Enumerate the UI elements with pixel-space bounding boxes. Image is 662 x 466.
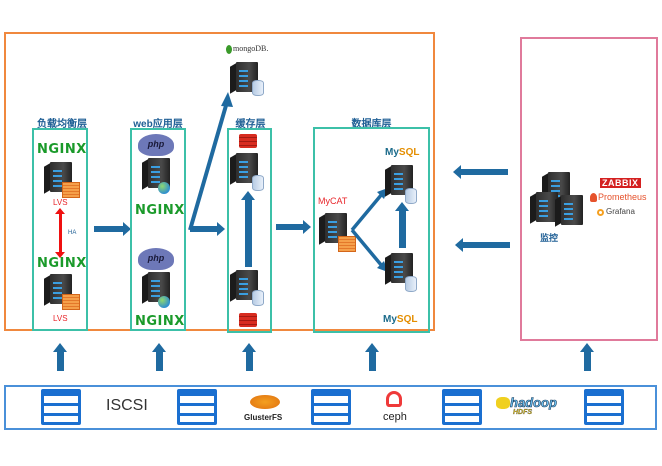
server-icon	[391, 165, 413, 195]
monitor-label: 监控	[540, 233, 559, 243]
load-balance-layer-title: 负载均衡层	[37, 119, 87, 130]
redis-icon	[239, 134, 257, 148]
database-disk-icon	[252, 80, 264, 96]
glusterfs-label: GlusterFS	[244, 413, 283, 422]
server-icon	[148, 158, 170, 188]
storage-arrow	[152, 343, 166, 371]
hadoop-elephant-icon	[496, 397, 510, 409]
nginx-logo: NGINX	[37, 142, 87, 157]
server-icon	[561, 195, 583, 225]
storage-icon	[442, 389, 482, 425]
mongodb-arrow-line	[188, 101, 229, 231]
mycat-to-mysql-arrows	[350, 188, 388, 272]
arrow-line-top	[350, 192, 384, 232]
ha-arrow-head-up	[55, 208, 65, 214]
storage-arrow	[242, 343, 256, 371]
monitor-arrow	[455, 238, 510, 252]
mysql-logo-bottom: MySQL	[383, 314, 417, 325]
arrow-line-bottom	[350, 228, 384, 268]
lvs-label: LVS	[53, 198, 68, 207]
replication-arrow	[395, 202, 409, 248]
mysql-my-text: My	[385, 147, 399, 158]
ha-label: HA	[68, 230, 77, 236]
database-disk-icon	[252, 290, 264, 306]
firewall-icon	[62, 294, 80, 310]
hdfs-label: HDFS	[513, 409, 533, 416]
server-icon	[148, 272, 170, 302]
ha-arrow-head-down	[55, 252, 65, 258]
grafana-label: Grafana	[606, 207, 635, 216]
server-icon	[536, 192, 558, 222]
mysql-sql-text: SQL	[396, 314, 418, 325]
glusterfs-ant-icon	[250, 395, 280, 409]
cache-layer-title: 缓存层	[235, 119, 266, 130]
firewall-icon	[62, 182, 80, 198]
firewall-icon	[338, 236, 356, 252]
redis-icon	[239, 313, 257, 327]
prometheus-label: Prometheus	[598, 192, 647, 202]
storage-icon	[584, 389, 624, 425]
storage-icon	[177, 389, 217, 425]
nginx-logo: NGINX	[135, 203, 185, 218]
mongodb-label: mongoDB.	[233, 44, 269, 53]
monitoring-frame	[520, 37, 658, 341]
replication-arrow	[241, 191, 255, 267]
database-layer	[313, 127, 430, 333]
zabbix-logo: ZABBIX	[600, 178, 641, 188]
mongodb-arrow-head	[221, 92, 233, 107]
mysql-sql-text: SQL	[398, 147, 420, 158]
cache-layer	[227, 128, 272, 333]
application-cluster-frame	[4, 32, 435, 331]
storage-arrow	[580, 343, 594, 371]
globe-icon	[158, 296, 170, 308]
php-logo-icon: php	[138, 248, 174, 270]
storage-arrow	[53, 343, 67, 371]
php-logo-icon: php	[138, 134, 174, 156]
database-disk-icon	[405, 276, 417, 292]
storage-icon	[311, 389, 351, 425]
monitor-arrow	[453, 165, 508, 179]
mongodb-arrow	[188, 92, 233, 231]
flow-arrow	[276, 220, 311, 234]
lvs-label: LVS	[53, 314, 68, 323]
web-layer	[130, 128, 186, 331]
database-disk-icon	[252, 175, 264, 191]
prometheus-icon	[590, 193, 597, 202]
server-icon	[391, 253, 413, 283]
mysql-logo-top: MySQL	[385, 147, 419, 158]
database-layer-title: 数据库层	[351, 119, 392, 130]
mysql-my-text: My	[383, 314, 397, 325]
nginx-logo: NGINX	[37, 256, 87, 271]
storage-arrow	[365, 343, 379, 371]
globe-icon	[158, 182, 170, 194]
database-disk-icon	[405, 188, 417, 204]
load-balance-layer	[32, 128, 88, 331]
iscsi-label: ISCSI	[106, 397, 148, 414]
storage-layer	[4, 385, 657, 430]
storage-icon	[41, 389, 81, 425]
ceph-label: ceph	[383, 411, 407, 423]
hadoop-label: hadoop	[510, 395, 558, 411]
ceph-icon	[386, 391, 402, 407]
flow-arrow	[94, 222, 131, 236]
mongodb-leaf-icon	[226, 45, 232, 54]
grafana-icon	[597, 209, 604, 216]
mycat-label: MyCAT	[318, 196, 348, 206]
ha-arrow	[59, 212, 62, 254]
flow-arrow	[190, 222, 225, 236]
server-icon	[325, 213, 347, 243]
nginx-logo: NGINX	[135, 314, 185, 329]
web-layer-title: web应用层	[133, 119, 183, 130]
